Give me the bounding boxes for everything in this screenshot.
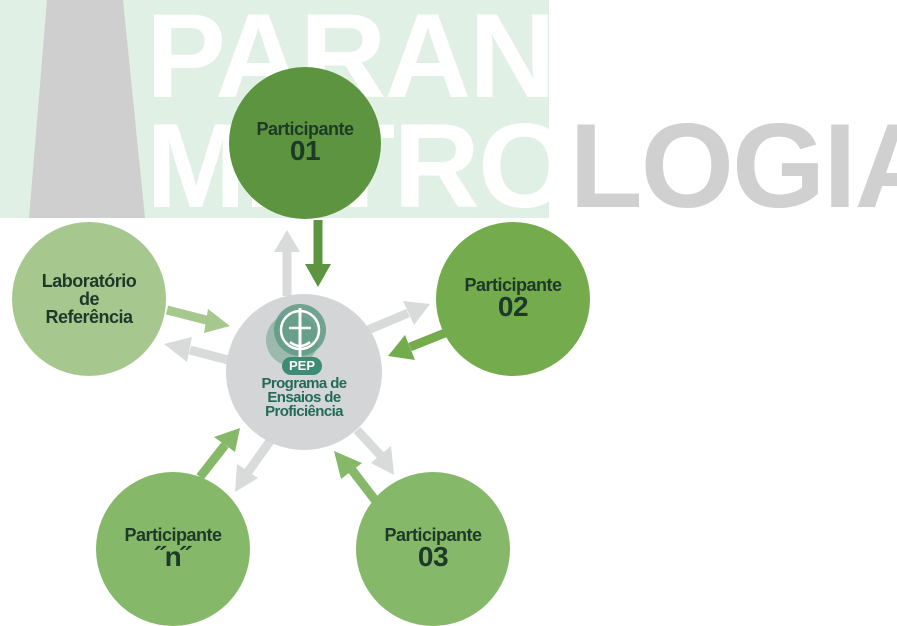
node-participante-02: Participante 02 bbox=[436, 222, 590, 376]
node-participante-n-number: ˝n˝ bbox=[155, 541, 191, 573]
node-participante-n: Participante ˝n˝ bbox=[96, 472, 250, 626]
pep-badge: PEP bbox=[282, 357, 322, 375]
arrow-lab-to-center bbox=[165, 305, 230, 333]
node-participante-02-label: Participante bbox=[464, 275, 562, 296]
node-lab-line2: de bbox=[78, 289, 100, 309]
node-participante-01-number: 01 bbox=[289, 135, 321, 167]
background-pillar bbox=[29, 0, 145, 218]
node-participante-03-label: Participante bbox=[384, 525, 482, 546]
arrow-center-to-p02 bbox=[366, 301, 430, 335]
node-lab-line3: Referência bbox=[45, 307, 133, 327]
arrow-center-to-p01 bbox=[274, 230, 300, 296]
node-participante-02-number: 02 bbox=[497, 291, 529, 323]
center-title-line2: Ensaios de bbox=[267, 389, 341, 406]
node-participante-03-number: 03 bbox=[417, 541, 449, 573]
center-title-line3: Proficiência bbox=[265, 403, 343, 420]
node-participante-03: Participante 03 bbox=[356, 472, 510, 626]
pep-badge-label: PEP bbox=[288, 358, 315, 373]
pep-logo-icon bbox=[266, 304, 326, 366]
node-laboratorio-referencia: Laboratório de Referência bbox=[12, 222, 166, 376]
center-title: Programa de Ensaios de Proficiência bbox=[232, 375, 376, 420]
arrow-center-to-p03 bbox=[353, 426, 394, 475]
arrow-pn-to-center bbox=[196, 428, 240, 480]
arrow-center-to-pn bbox=[235, 438, 274, 492]
background-word-parana: PARANÁ bbox=[146, 0, 640, 123]
background-word-logia: LOGIA bbox=[569, 99, 897, 233]
node-participante-n-label: Participante bbox=[124, 525, 222, 546]
arrow-center-to-lab bbox=[164, 337, 230, 365]
node-participante-01-label: Participante bbox=[256, 119, 354, 140]
arrow-p03-to-center bbox=[334, 451, 379, 503]
node-participante-01: Participante 01 bbox=[229, 67, 381, 219]
node-lab-line1: Laboratório bbox=[41, 271, 137, 291]
arrow-p01-to-center bbox=[305, 220, 331, 287]
arrow-p02-to-center bbox=[388, 328, 447, 360]
center-title-line1: Programa de bbox=[261, 375, 347, 392]
